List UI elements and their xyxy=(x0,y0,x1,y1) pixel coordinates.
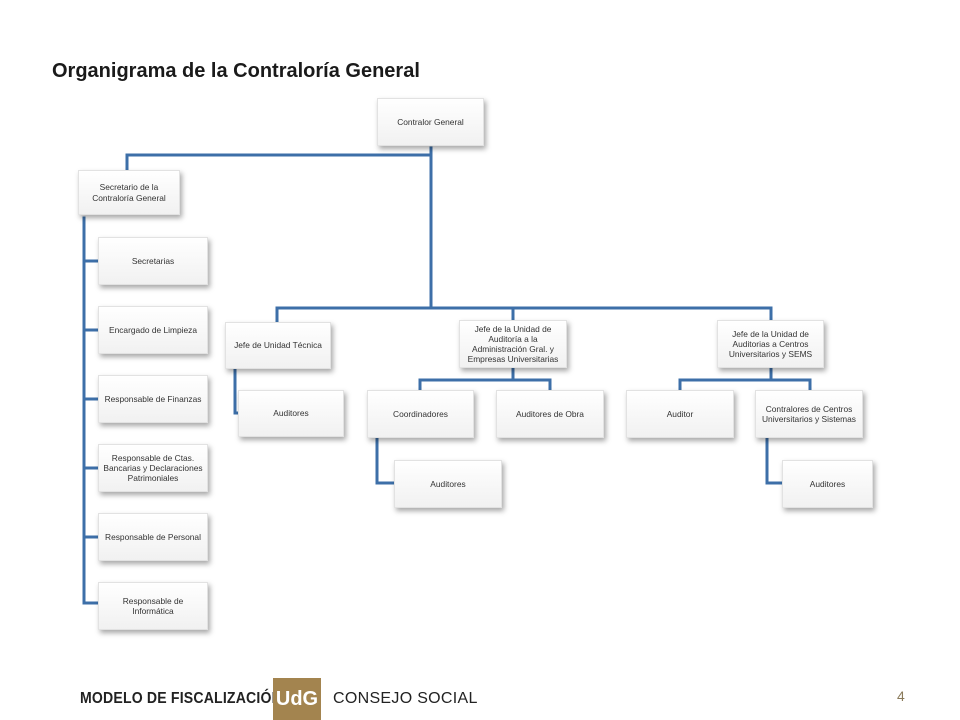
connector-auditoria xyxy=(418,366,552,392)
node-jefe-centros: Jefe de la Unidad de Auditorias a Centro… xyxy=(717,320,824,368)
node-auditores-contralores: Auditores xyxy=(782,460,873,508)
node-finanzas: Responsable de Finanzas xyxy=(98,375,208,423)
node-auditor: Auditor xyxy=(626,390,734,438)
node-informatica: Responsable de Informática xyxy=(98,582,208,630)
node-personal: Responsable de Personal xyxy=(98,513,208,561)
page-title: Organigrama de la Contraloría General xyxy=(52,60,420,82)
node-contralor-general: Contralor General xyxy=(377,98,484,146)
page-number: 4 xyxy=(897,688,905,704)
node-coordinadores: Coordinadores xyxy=(367,390,474,438)
node-jefe-tecnica: Jefe de Unidad Técnica xyxy=(225,322,331,369)
connector-centros xyxy=(678,366,812,392)
footer-consejo-social: CONSEJO SOCIAL xyxy=(333,690,478,707)
node-contralores-centros: Contralores de Centros Universitarios y … xyxy=(755,390,863,438)
connector-tecnica xyxy=(233,367,240,415)
node-auditores-obra: Auditores de Obra xyxy=(496,390,604,438)
connector-staff xyxy=(82,216,100,605)
connector-contralores xyxy=(765,436,784,485)
node-auditores-tecnica: Auditores xyxy=(238,390,344,437)
connector-secretario xyxy=(125,153,433,172)
node-jefe-auditoria: Jefe de la Unidad de Auditoría a la Admi… xyxy=(459,320,567,368)
node-secretarias: Secretarias xyxy=(98,237,208,285)
node-limpieza: Encargado de Limpieza xyxy=(98,306,208,354)
udg-logo: UdG xyxy=(273,678,321,720)
node-secretario: Secretario de la Contraloría General xyxy=(78,170,180,215)
node-auditores-coord: Auditores xyxy=(394,460,502,508)
footer-model-title: MODELO DE FISCALIZACIÓN xyxy=(80,690,282,707)
connector-coord xyxy=(375,436,396,485)
node-ctas: Responsable de Ctas. Bancarias y Declara… xyxy=(98,444,208,492)
connector-jefes xyxy=(275,306,773,324)
